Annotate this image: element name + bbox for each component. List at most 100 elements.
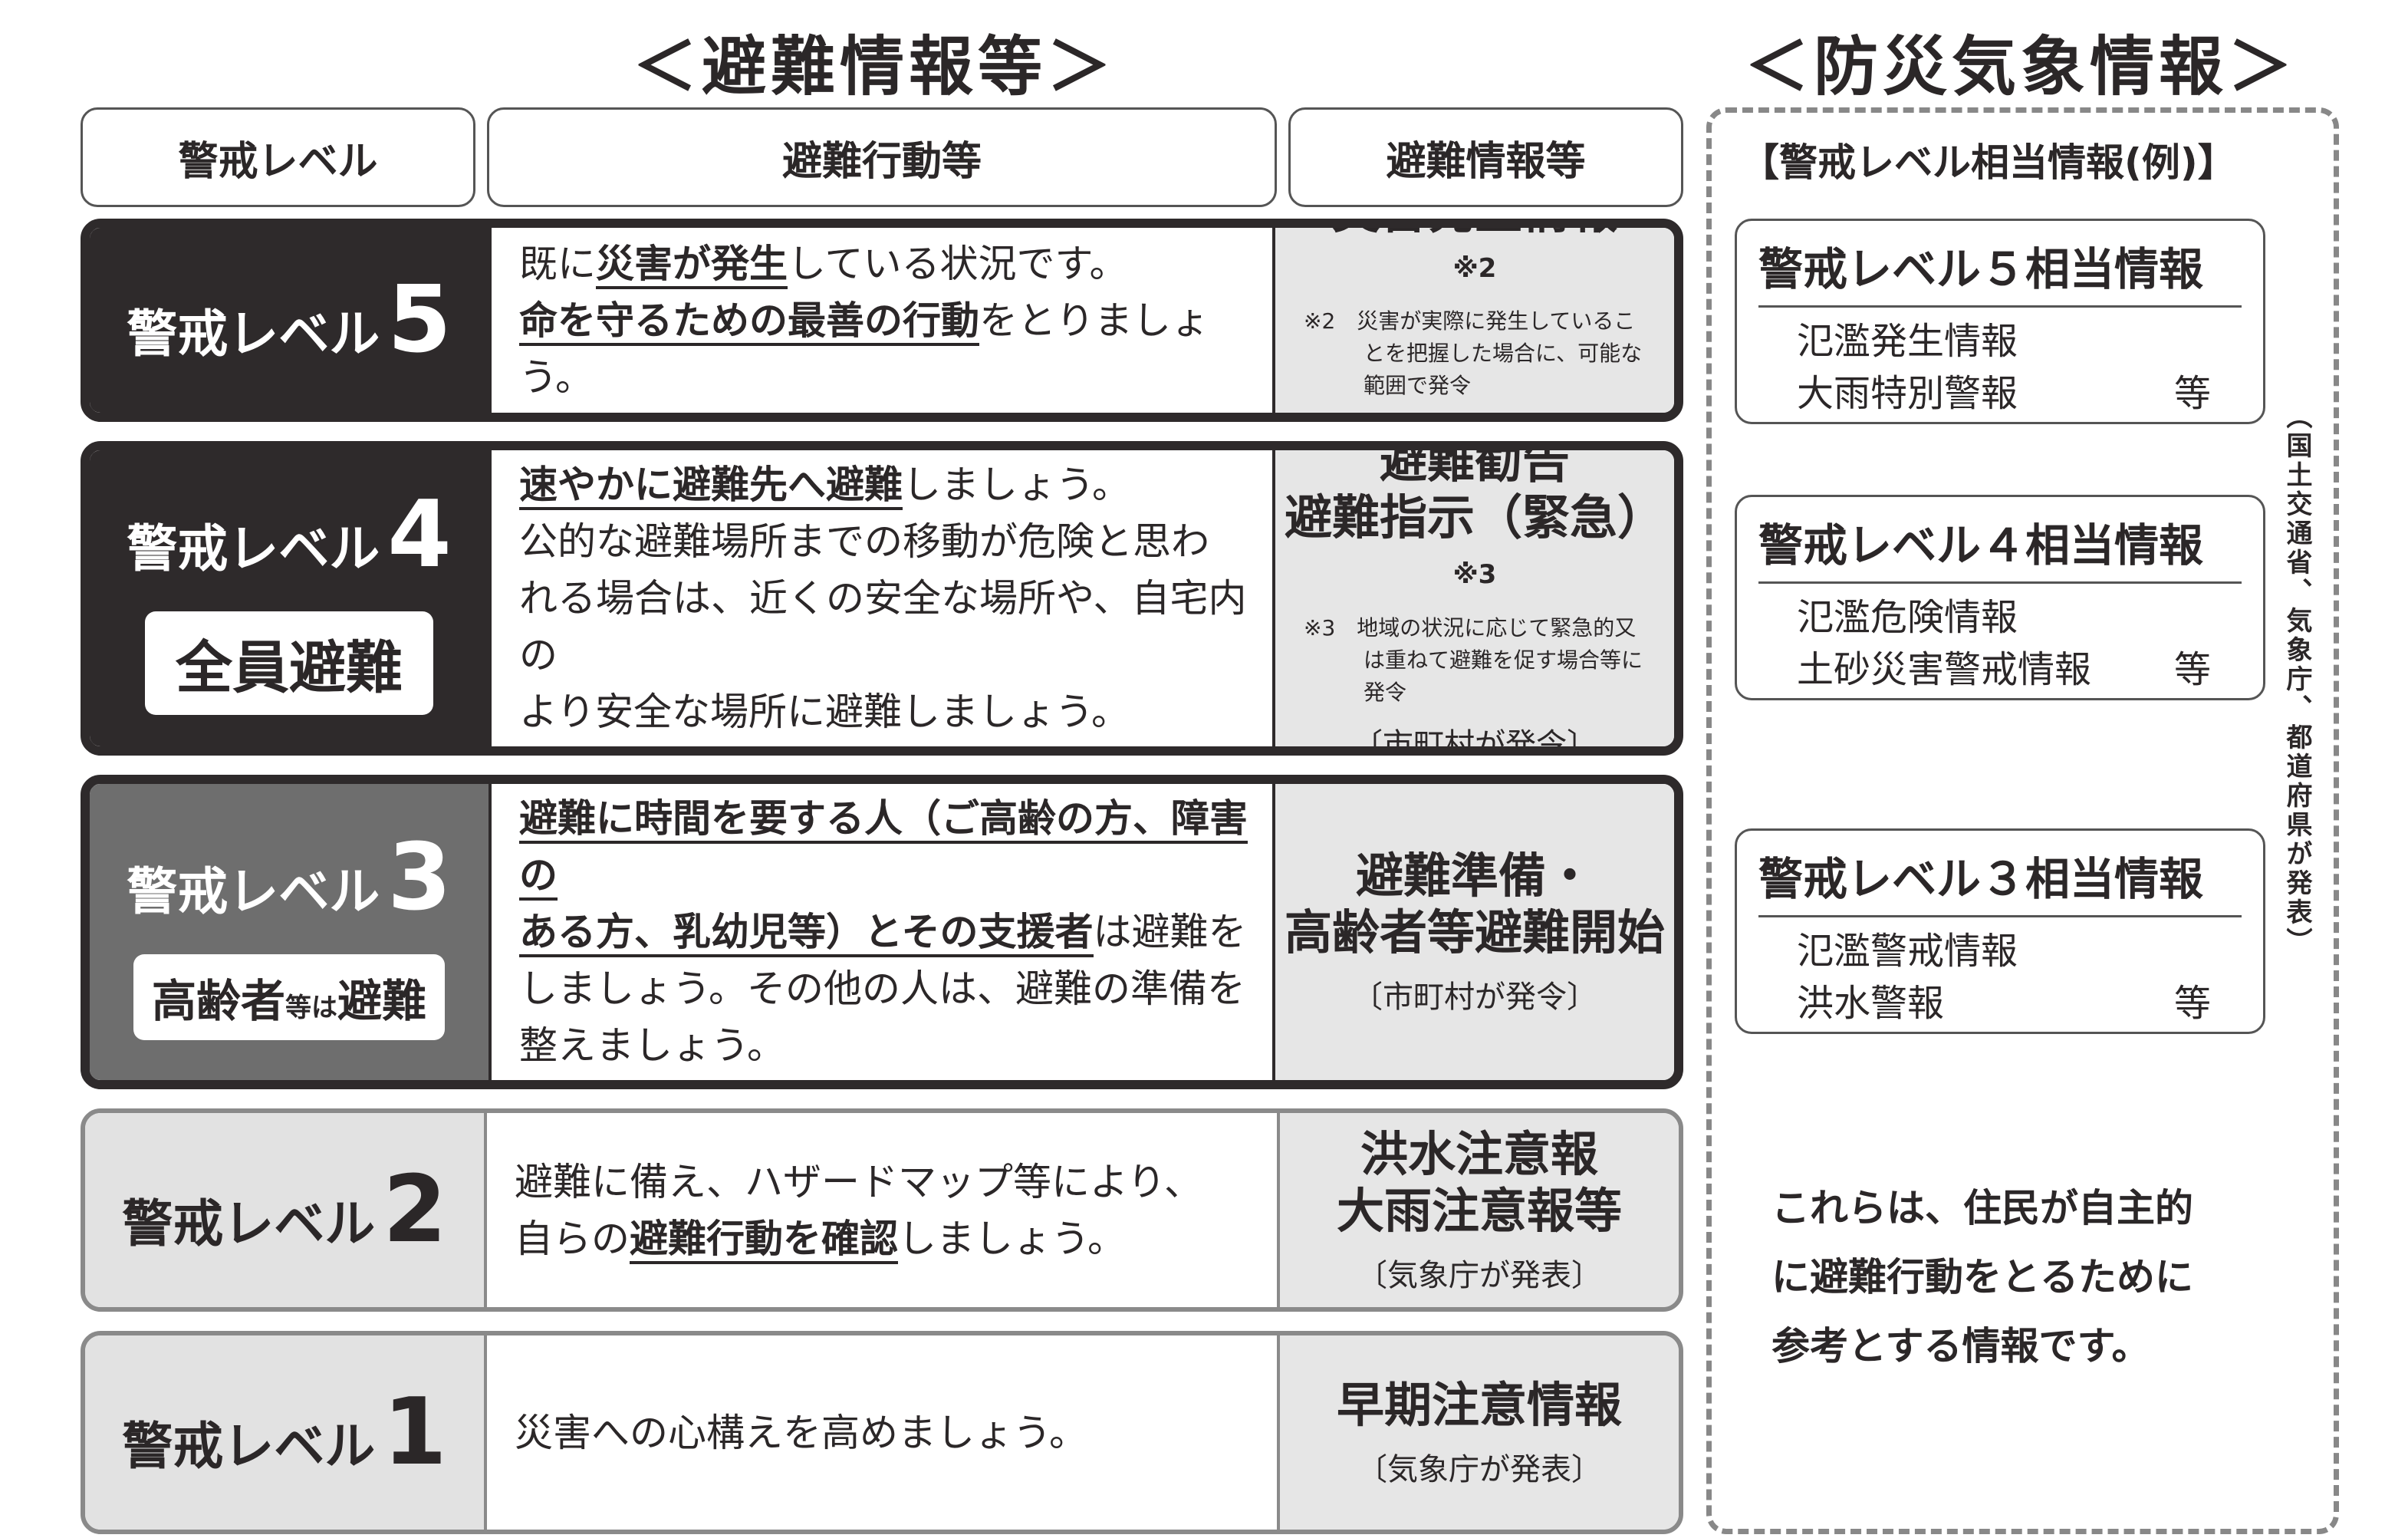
- info-cell: 避難準備・高齢者等避難開始〔市町村が発令〕: [1275, 784, 1674, 1080]
- action-line: れる場合は、近くの安全な場所や、自宅内の: [519, 570, 1272, 683]
- equivalent-info-box: 警戒レベル４相当情報氾濫危険情報土砂災害警戒情報等: [1735, 495, 2265, 700]
- item-text: 大雨特別警報: [1797, 372, 2018, 415]
- emphasized-text: 命を守るための最善の行動: [519, 298, 979, 346]
- action-line: より安全な場所に避難しましょう。: [519, 683, 1272, 740]
- info-heading: 災害発生情報: [1332, 228, 1617, 240]
- level-number: 4: [387, 482, 452, 588]
- action-cell: 災害への心構えを高めましょう。: [484, 1335, 1280, 1530]
- level-number: 1: [383, 1379, 447, 1486]
- issuer: 〔気象庁が発表〕: [1357, 1451, 1602, 1487]
- equivalent-info-item: 氾濫警戒情報: [1758, 925, 2242, 977]
- info-heading-wrap: 災害発生情報 ※2: [1332, 228, 1617, 305]
- level-row-5: 警戒レベル5 既に災害が発生している状況です。命を守るための最善の行動をとりましょ…: [81, 219, 1683, 422]
- equivalent-info-item: 大雨特別警報等: [1758, 367, 2242, 420]
- info-heading: 避難指示（緊急）: [1284, 489, 1665, 546]
- item-text: 氾濫警戒情報: [1797, 930, 2018, 973]
- level-label-cell: 警戒レベル2: [85, 1113, 484, 1307]
- badge-part: 高齢者: [151, 974, 285, 1027]
- item-text: 氾濫発生情報: [1797, 320, 2018, 363]
- footnote-line: に避難行動をとるために: [1771, 1255, 2193, 1299]
- action-text: しましょう。: [903, 463, 1130, 507]
- level-row-3: 警戒レベル3 高齢者等は避難避難に時間を要する人（ご高齢の方、障害のある方、乳幼児…: [81, 775, 1683, 1089]
- action-cell: 避難に時間を要する人（ご高齢の方、障害のある方、乳幼児等）とその支援者は避難をし…: [489, 784, 1275, 1080]
- level-label: 警戒レベル2: [122, 1157, 447, 1263]
- action-text: れる場合は、近くの安全な場所や、自宅内の: [519, 576, 1247, 677]
- equivalent-info-item: 土砂災害警戒情報等: [1758, 644, 2242, 696]
- equivalent-info-item: 氾濫危険情報: [1758, 591, 2242, 644]
- level-word: 警戒レベル: [127, 305, 380, 364]
- emphasized-text: 災害が発生: [596, 241, 788, 289]
- level-label-cell: 警戒レベル3 高齢者等は避難: [90, 784, 489, 1080]
- level-word: 警戒レベル: [122, 1194, 376, 1253]
- emphasized-text: 速やかに避難先へ避難: [519, 463, 903, 510]
- action-text: より安全な場所に避難しましょう。: [519, 690, 1130, 734]
- action-text: をとりましょう。: [519, 298, 1209, 400]
- emphasized-text: 避難行動を確認: [630, 1216, 898, 1264]
- action-text: 避難に備え、ハザードマップ等により、: [515, 1159, 1202, 1204]
- item-text: 洪水警報: [1797, 982, 1945, 1025]
- level-label: 警戒レベル1: [122, 1379, 447, 1486]
- info-footnote: ※3 地域の状況に応じて緊急的又は重ねて避難を促す場合等に発令: [1304, 614, 1643, 705]
- info-heading-wrap: 避難指示（緊急）※3: [1285, 489, 1665, 612]
- level-number: 5: [387, 267, 452, 374]
- badge-part: 等は: [285, 992, 337, 1023]
- info-heading: 高齢者等避難開始: [1284, 904, 1665, 960]
- level-label-cell: 警戒レベル5: [90, 228, 489, 413]
- action-text: は避難を: [1093, 910, 1247, 954]
- action-text: 公的な避難場所までの移動が危険と思わ: [519, 519, 1209, 564]
- equivalent-info-box: 警戒レベル５相当情報氾濫発生情報大雨特別警報等: [1735, 219, 2265, 424]
- action-cell: 速やかに避難先へ避難しましょう。公的な避難場所までの移動が危険と思われる場合は、…: [489, 450, 1275, 746]
- action-cell: 既に災害が発生している状況です。命を守るための最善の行動をとりましょう。: [489, 228, 1275, 413]
- item-text: 氾濫危険情報: [1797, 596, 2018, 639]
- etc-text: 等: [2173, 648, 2211, 691]
- etc-text: 等: [2173, 982, 2211, 1025]
- action-line: 既に災害が発生している状況です。: [519, 235, 1272, 292]
- issuer: 〔市町村が発令〕: [1352, 980, 1597, 1015]
- level-row-1: 警戒レベル1 災害への心構えを高めましょう。 早期注意情報〔気象庁が発表〕: [81, 1331, 1683, 1534]
- info-cell: 災害発生情報 ※2 ※2 災害が実際に発生していることを把握した場合に、可能な範囲で…: [1275, 228, 1674, 413]
- action-line: 公的な避難場所までの移動が危険と思わ: [519, 513, 1272, 570]
- level-word: 警戒レベル: [127, 861, 380, 921]
- level-label: 警戒レベル3: [127, 825, 452, 931]
- header-info: 避難情報等: [1288, 107, 1683, 207]
- level-number: 2: [383, 1157, 447, 1263]
- level-label: 警戒レベル5: [127, 267, 452, 374]
- info-heading: 避難勧告: [1379, 441, 1570, 489]
- equivalent-info-item: 洪水警報 等: [1758, 977, 2242, 1029]
- action-text: 災害への心構えを高めましょう。: [515, 1410, 1087, 1455]
- info-heading: 洪水注意報: [1360, 1125, 1598, 1182]
- weather-footnote: これらは、住民が自主的 に避難行動をとるために 参考とする情報です。: [1771, 1174, 2193, 1381]
- level-number: 3: [387, 824, 452, 931]
- footnote-line: 参考とする情報です。: [1771, 1324, 2150, 1368]
- action-line: しましょう。その他の人は、避難の準備を: [519, 960, 1272, 1017]
- section-title-weather: ＜防災気象情報＞: [1744, 29, 2297, 104]
- info-footnote: ※2 災害が実際に発生していることを把握した場合に、可能な範囲で発令: [1304, 308, 1643, 399]
- weather-source-note: （国土交通省、気象庁、都道府県が発表）: [2281, 403, 2312, 957]
- emphasized-text: 避難に時間を要する人（ご高齢の方、障害の: [519, 796, 1248, 901]
- equivalent-info-title: 警戒レベル３相当情報: [1758, 843, 2242, 917]
- info-cell: 洪水注意報大雨注意報等〔気象庁が発表〕: [1280, 1113, 1679, 1307]
- issuer: 〔気象庁が発表〕: [1357, 1257, 1602, 1293]
- section-title-evacuation: ＜避難情報等＞: [632, 29, 1116, 104]
- action-text: している状況です。: [788, 241, 1128, 286]
- action-text: しましょう。その他の人は、避難の準備を: [519, 967, 1245, 1011]
- action-text: 自らの: [515, 1216, 630, 1261]
- footnote-marker: ※2: [1452, 252, 1497, 284]
- action-text: しましょう。: [898, 1216, 1126, 1261]
- equivalent-info-item: 氾濫発生情報: [1758, 315, 2242, 367]
- level-badge: 高齢者等は避難: [133, 953, 446, 1040]
- action-line: 避難に時間を要する人（ご高齢の方、障害の: [519, 790, 1272, 904]
- weather-heading: 【警戒レベル相当情報(例)】: [1741, 140, 2236, 185]
- issuer: 〔市町村が発令〕: [1352, 413, 1597, 422]
- info-heading: 早期注意情報: [1336, 1376, 1622, 1433]
- level-row-2: 警戒レベル2 避難に備え、ハザードマップ等により、自らの避難行動を確認しましょう。…: [81, 1108, 1683, 1312]
- info-cell: 早期注意情報〔気象庁が発表〕: [1280, 1335, 1679, 1530]
- action-line: 速やかに避難先へ避難しましょう。: [519, 456, 1272, 513]
- info-heading: 避難準備・: [1355, 848, 1594, 904]
- equivalent-info-title: 警戒レベル４相当情報: [1758, 509, 2242, 584]
- info-heading: 大雨注意報等: [1336, 1182, 1622, 1239]
- header-action: 避難行動等: [487, 107, 1277, 207]
- equivalent-info-title: 警戒レベル５相当情報: [1758, 233, 2242, 308]
